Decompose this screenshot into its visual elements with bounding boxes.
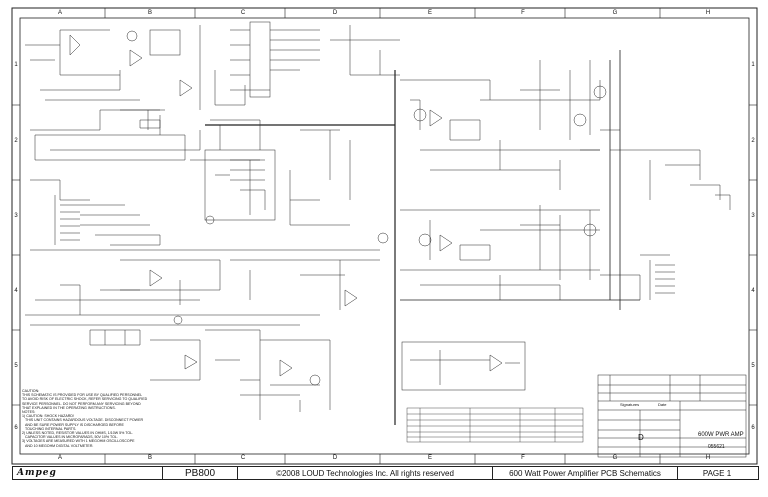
schematic-description: 600 Watt Power Amplifier PCB Schematics	[509, 468, 661, 478]
description-cell: 600 Watt Power Amplifier PCB Schematics	[493, 467, 678, 479]
zone-ticks	[12, 8, 757, 464]
zone-label-row-4: 4	[14, 288, 18, 294]
parts-table	[406, 407, 584, 443]
zone-label-row-2: 2	[14, 138, 18, 144]
zone-label-col-a: A	[57, 10, 62, 16]
ampeg-logo: Ampeg	[17, 468, 57, 478]
zone-label-row-5-right: 5	[751, 363, 755, 369]
zone-label-col-f-bottom: F	[521, 455, 525, 461]
zone-label-col-c-bottom: C	[240, 455, 246, 461]
model-cell: PB800	[163, 467, 238, 479]
zone-label-col-c: C	[240, 10, 246, 16]
zone-label-col-e: E	[427, 10, 432, 16]
sheet-frame-inner	[19, 17, 750, 455]
title-bar: Ampeg PB800 ©2008 LOUD Technologies Inc.…	[12, 466, 759, 480]
model-name: PB800	[184, 467, 216, 479]
zone-label-col-g-bottom: G	[612, 455, 618, 461]
page-cell: PAGE 1	[678, 467, 756, 479]
zone-label-col-e-bottom: E	[427, 455, 432, 461]
date-label: Date	[658, 402, 667, 407]
sheet-title: 600W PWR AMP	[698, 432, 744, 438]
copyright-text: ©2008 LOUD Technologies Inc. All rights …	[276, 468, 454, 478]
zone-label-col-d: D	[332, 10, 338, 16]
brand-cell: Ampeg	[13, 467, 163, 479]
zone-label-row-3-right: 3	[751, 213, 755, 219]
zone-label-col-g: G	[612, 10, 618, 16]
zone-label-col-h: H	[705, 10, 711, 16]
title-block: Signatures Date D 600W PWR AMP 055621	[598, 375, 746, 457]
zone-label-col-b: B	[147, 10, 152, 16]
zone-label-col-f: F	[521, 10, 525, 16]
zone-label-row-5: 5	[14, 363, 18, 369]
zone-label-row-6-right: 6	[751, 425, 755, 431]
page-number: PAGE 1	[702, 468, 732, 478]
zone-label-row-3: 3	[14, 213, 18, 219]
zone-label-col-d-bottom: D	[332, 455, 338, 461]
sheet-frame-outer	[11, 7, 758, 465]
zone-label-row-1-right: 1	[751, 62, 755, 68]
sheet-size: D	[638, 433, 644, 442]
copyright-cell: ©2008 LOUD Technologies Inc. All rights …	[238, 467, 493, 479]
zone-label-col-h-bottom: H	[705, 455, 711, 461]
caution-notes: CAUTION: THIS SCHEMATIC IS PROVIDED FOR …	[22, 389, 148, 448]
zone-label-row-1: 1	[14, 62, 18, 68]
title-block-grid	[597, 374, 747, 458]
zone-label-row-6: 6	[14, 425, 18, 431]
zone-label-row-4-right: 4	[751, 288, 755, 294]
zone-label-col-a-bottom: A	[57, 455, 62, 461]
zone-label-col-b-bottom: B	[147, 455, 152, 461]
drawing-number: 055621	[708, 444, 725, 450]
signatures-label: Signatures	[620, 402, 640, 407]
circuit-wiring	[25, 21, 731, 425]
zone-label-row-2-right: 2	[751, 138, 755, 144]
